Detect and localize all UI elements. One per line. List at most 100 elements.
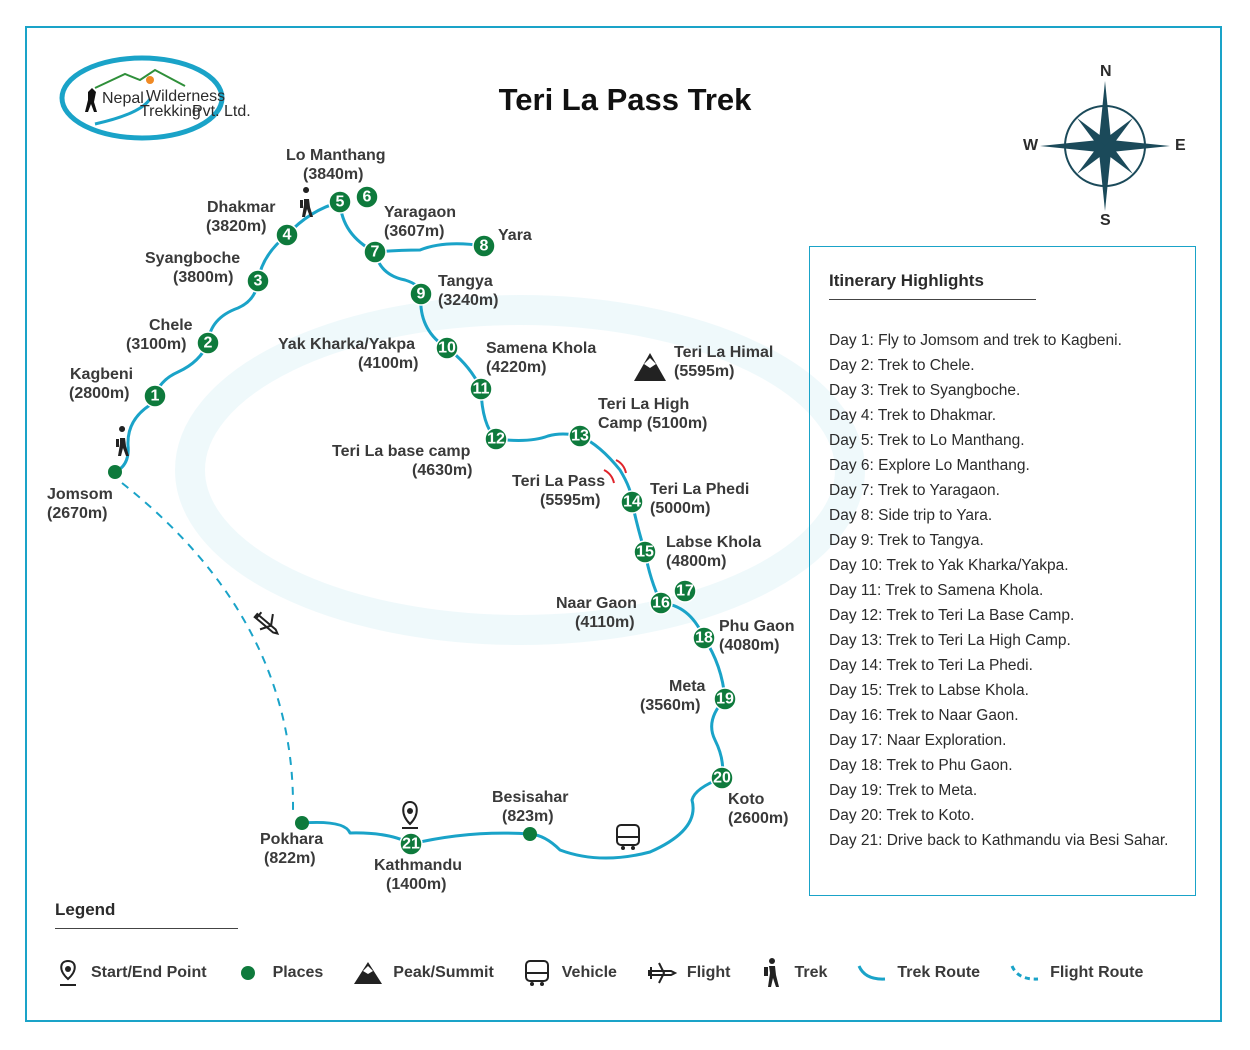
day-marker-11[interactable]: 11: [469, 377, 493, 401]
itinerary-panel: Itinerary Highlights Day 1: Fly to Jomso…: [809, 246, 1196, 896]
day-marker-21[interactable]: 21: [399, 832, 423, 856]
legend-trek: Trek: [760, 957, 827, 989]
day-number: 3: [254, 273, 263, 290]
itinerary-item: Day 17: Naar Exploration.: [829, 732, 1007, 749]
label-jomsom: Jomsom: [47, 486, 113, 503]
alt-kagbeni: (2800m): [69, 385, 129, 402]
label-phedi: Teri La Phedi: [650, 481, 749, 498]
place-dot-besisahar[interactable]: [523, 827, 537, 841]
day-marker-12[interactable]: 12: [484, 427, 508, 451]
legend-label: Places: [272, 964, 324, 981]
day-marker-20[interactable]: 20: [710, 766, 734, 790]
compass-s: S: [1100, 212, 1111, 229]
itinerary-title: Itinerary Highlights: [829, 271, 1036, 300]
legend-label: Start/End Point: [91, 964, 207, 981]
place-dot-pokhara[interactable]: [295, 816, 309, 830]
place-dot-jomsom[interactable]: [108, 465, 122, 479]
itinerary-item: Day 3: Trek to Syangboche.: [829, 382, 1021, 399]
bus-icon: [524, 960, 549, 986]
itinerary-item: Day 11: Trek to Samena Khola.: [829, 582, 1044, 599]
alt-yak-kharka: (4100m): [358, 355, 418, 372]
day-marker-9[interactable]: 9: [409, 282, 433, 306]
logo: Nepal Wilderness Trekking Pvt. Ltd.: [59, 55, 251, 141]
logo-text: Pvt. Ltd.: [192, 103, 251, 120]
flight-route-icon: [1010, 965, 1039, 981]
compass-icon: N S E W: [1023, 63, 1186, 229]
label-kathmandu: Kathmandu: [374, 857, 462, 874]
trekker-icon: [764, 958, 780, 987]
label-syangboche: Syangboche: [145, 250, 240, 267]
alt-labse-khola: (4800m): [666, 553, 726, 570]
alt-besisahar: (823m): [502, 808, 554, 825]
day-number: 6: [363, 189, 372, 206]
alt-meta: (3560m): [640, 697, 700, 714]
label-pokhara: Pokhara: [260, 831, 323, 848]
day-marker-3[interactable]: 3: [246, 269, 270, 293]
legend-label: Vehicle: [561, 964, 617, 981]
day-marker-18[interactable]: 18: [692, 626, 716, 650]
legend-label: Peak/Summit: [393, 964, 494, 981]
day-marker-8[interactable]: 8: [472, 234, 496, 258]
day-number: 4: [283, 227, 292, 244]
day-number: 19: [716, 691, 734, 708]
day-marker-17[interactable]: 17: [673, 579, 697, 603]
legend-flight-route: Flight Route: [1010, 963, 1143, 983]
label-meta: Meta: [669, 678, 706, 695]
day-marker-5[interactable]: 5: [328, 190, 352, 214]
label-lo-manthang: Lo Manthang: [286, 147, 386, 164]
alt-teri-la-himal: (5595m): [674, 363, 734, 380]
label-kagbeni: Kagbeni: [70, 366, 133, 383]
logo-text: Trekking: [140, 103, 201, 120]
alt-base-camp: (4630m): [412, 462, 472, 479]
label-high-camp: Teri La High: [598, 396, 689, 413]
label-yaragaon: Yaragaon: [384, 204, 456, 221]
legend-peak: Peak/Summit: [353, 961, 494, 985]
day-marker-16[interactable]: 16: [649, 591, 673, 615]
compass-e: E: [1175, 137, 1186, 154]
day-marker-19[interactable]: 19: [713, 687, 737, 711]
day-marker-4[interactable]: 4: [275, 223, 299, 247]
peak-icon: [354, 962, 383, 984]
legend-label: Trek Route: [897, 964, 981, 981]
itinerary-item: Day 5: Trek to Lo Manthang.: [829, 432, 1025, 449]
label-tangya: Tangya: [438, 273, 493, 290]
day-number: 15: [636, 544, 654, 561]
alt-chele: (3100m): [126, 336, 186, 353]
day-marker-6[interactable]: 6: [355, 185, 379, 209]
compass-n: N: [1100, 63, 1112, 80]
label-naar-gaon: Naar Gaon: [556, 595, 637, 612]
alt-phedi: (5000m): [650, 500, 710, 517]
day-number: 10: [438, 340, 456, 357]
itinerary-item: Day 21: Drive back to Kathmandu via Besi…: [829, 832, 1169, 849]
alt-yaragaon: (3607m): [384, 223, 444, 240]
label-labse-khola: Labse Khola: [666, 534, 761, 551]
trekker-icon: [300, 187, 313, 217]
day-number: 2: [204, 335, 213, 352]
legend-flight: Flight: [647, 961, 730, 985]
legend-label: Trek: [794, 964, 828, 981]
alt-naar-gaon: (4110m): [575, 614, 635, 631]
day-number: 5: [336, 194, 345, 211]
day-marker-15[interactable]: 15: [633, 540, 657, 564]
itinerary-item: Day 8: Side trip to Yara.: [829, 507, 993, 524]
start-end-pin-icon: [402, 800, 418, 829]
day-marker-10[interactable]: 10: [435, 336, 459, 360]
alt-phu-gaon: (4080m): [719, 637, 779, 654]
day-marker-14[interactable]: 14: [620, 490, 644, 514]
day-marker-13[interactable]: 13: [568, 424, 592, 448]
pass-icon: [603, 459, 627, 484]
itinerary-item: Day 6: Explore Lo Manthang.: [829, 457, 1030, 474]
flight-icon: [253, 611, 280, 635]
legend-start-end: Start/End Point: [55, 959, 207, 987]
day-marker-7[interactable]: 7: [363, 240, 387, 264]
itinerary-item: Day 1: Fly to Jomsom and trek to Kagbeni…: [829, 332, 1122, 349]
day-number: 21: [402, 836, 420, 853]
day-marker-2[interactable]: 2: [196, 331, 220, 355]
day-marker-1[interactable]: 1: [143, 384, 167, 408]
plane-icon: [647, 962, 677, 984]
itinerary-item: Day 14: Trek to Teri La Phedi.: [829, 657, 1033, 674]
bus-icon: [616, 824, 640, 850]
itinerary-item: Day 10: Trek to Yak Kharka/Yakpa.: [829, 557, 1069, 574]
